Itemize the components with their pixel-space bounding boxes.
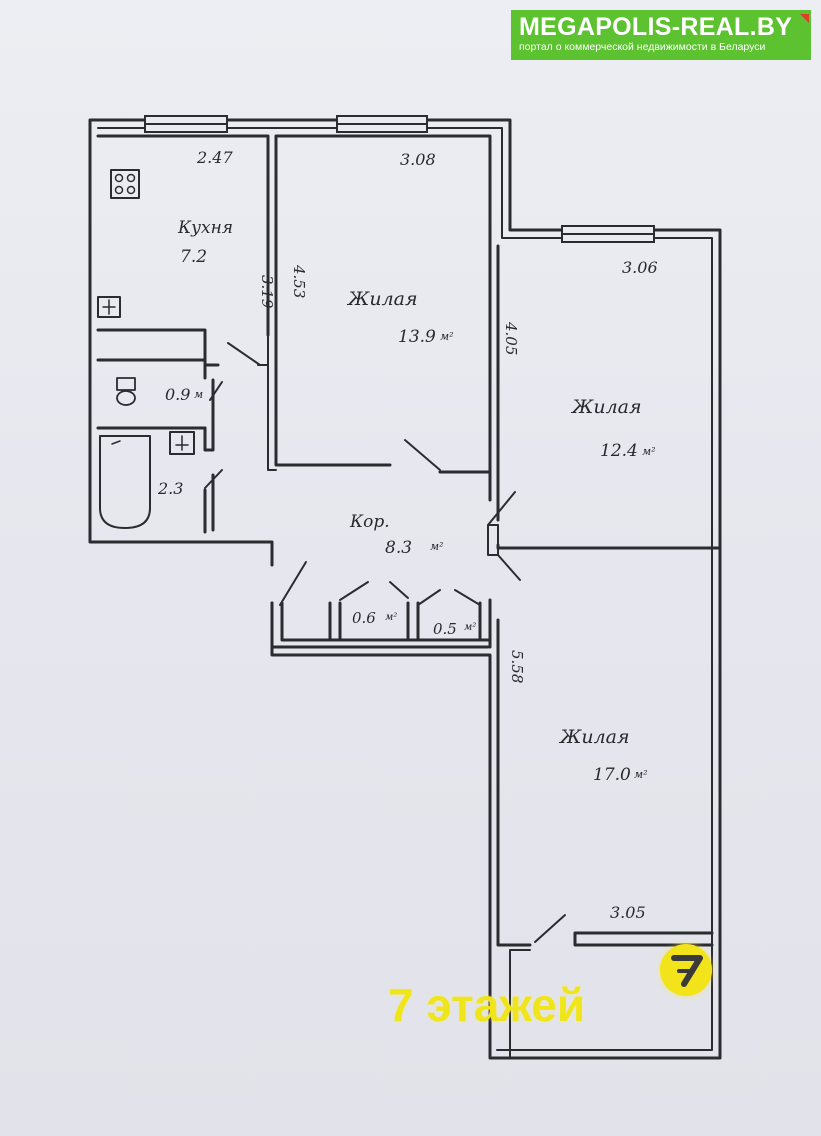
balcony-wall (509, 949, 531, 1059)
room3-unit: м² (634, 768, 648, 781)
wc-door (209, 381, 223, 401)
room2-depth: 4.05 (502, 321, 520, 355)
number-seven-circle-icon (660, 944, 712, 996)
wc-wall (96, 358, 215, 452)
outer-wall (88, 118, 722, 1060)
megapolis-logo[interactable]: MEGAPOLIS-REAL.BY портал о коммерческой … (511, 10, 811, 60)
room3-depth: 5.58 (508, 650, 526, 683)
toilet-icon (116, 377, 136, 391)
room3-area: 17.0 (593, 765, 631, 785)
closet1-area: 0.6 (352, 609, 376, 627)
room3-wall (496, 618, 714, 947)
wc-area: 0.9 (165, 385, 190, 404)
closet2-door-a (417, 589, 441, 606)
kitchen-name: Кухня (177, 218, 233, 238)
closet1-door-b (389, 581, 409, 599)
kitchen-depth: 3.19 (258, 275, 276, 309)
room2-width: 3.06 (622, 258, 658, 277)
room1-depth: 4.53 (290, 264, 308, 298)
corridor-unit: м² (430, 540, 444, 553)
bathroom-sink-icon (169, 431, 195, 455)
room1-width: 3.08 (400, 150, 436, 169)
room3-name: Жилая (558, 726, 630, 748)
kitchen-width: 2.47 (196, 148, 233, 167)
closets-wall (270, 598, 492, 649)
floors-label: 7 этажей (388, 979, 586, 1031)
wc-unit: м (194, 388, 203, 401)
logo-tagline: портал о коммерческой недвижимости в Бел… (519, 41, 766, 53)
closet2-door-b (454, 589, 481, 606)
kitchen-area: 7.2 (180, 247, 207, 267)
room2-door (487, 491, 516, 526)
corner-flag-icon (800, 14, 809, 23)
closet1-unit: м² (385, 612, 397, 623)
room2-name: Жилая (570, 396, 642, 418)
bathtub-icon (99, 435, 151, 529)
kitchen-door (227, 342, 261, 366)
room1-unit: м² (440, 330, 454, 343)
stove-icon (110, 169, 140, 199)
room1-area: 13.9 (398, 327, 436, 347)
logo-site-name: MEGAPOLIS-REAL.BY (519, 13, 793, 41)
room2-area: 12.4 (600, 441, 638, 461)
bathroom-door (204, 469, 223, 489)
room3-width: 3.05 (610, 903, 646, 922)
closet2-area: 0.5 (433, 620, 457, 638)
room1-door (404, 439, 441, 471)
closet2-unit: м² (464, 622, 476, 633)
room3-door (534, 914, 566, 943)
corridor-area: 8.3 (385, 538, 412, 558)
room3-door-top (497, 554, 521, 581)
bathroom-wall (203, 426, 215, 534)
closet1-door-a (339, 581, 369, 601)
corridor-name: Кор. (349, 512, 390, 532)
room1-name: Жилая (346, 288, 418, 310)
room2-unit: м² (642, 445, 656, 458)
bathroom-area: 2.3 (157, 479, 183, 498)
kitchen-sink-icon (97, 296, 121, 318)
corridor-entry-door (279, 561, 307, 606)
